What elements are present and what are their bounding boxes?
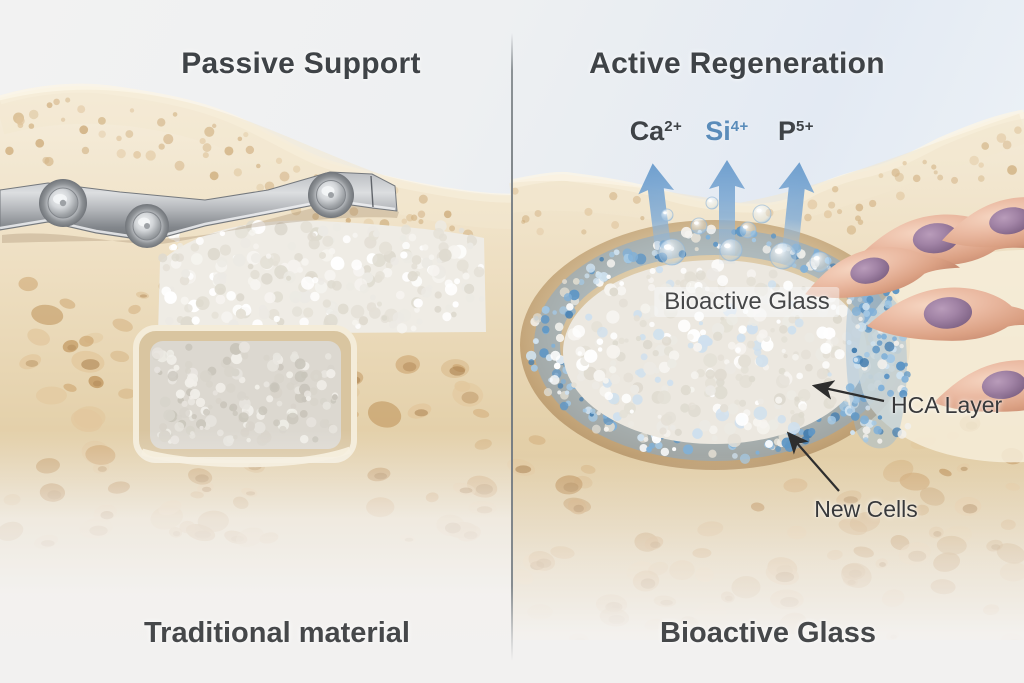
- glass-bubble: [769, 242, 797, 270]
- glass-bubble: [719, 238, 743, 262]
- left-panel-title: Passive Support: [181, 47, 421, 80]
- left-panel-caption: Traditional material: [144, 617, 410, 649]
- screw-1: [39, 179, 87, 227]
- cell: [864, 280, 1024, 348]
- blue-dust-granules: [845, 286, 912, 444]
- bone-surface-band-right: [509, 113, 1024, 234]
- cell: [929, 347, 1024, 423]
- cell: [798, 229, 962, 312]
- glass-bubble: [739, 221, 757, 239]
- glass-bubble: [660, 208, 674, 222]
- ion-symbol: Si: [705, 116, 731, 146]
- cell: [936, 182, 1024, 260]
- glass-bubble: [752, 204, 772, 224]
- ion-label-ca: Ca2+: [630, 116, 683, 147]
- screw-3: [308, 172, 354, 218]
- right-panel-title: Active Regeneration: [589, 47, 885, 80]
- bioactive-glass-crater-label: Bioactive Glass: [654, 287, 840, 317]
- glass-bubble: [690, 217, 708, 235]
- bone-surface-band-left: [0, 89, 512, 229]
- ion-charge: 2+: [664, 118, 683, 135]
- ion-charge: 4+: [730, 118, 749, 135]
- osteoblast-cells: [798, 182, 1024, 423]
- filler-granules: [156, 220, 485, 334]
- ion-label-si: Si4+: [705, 116, 749, 147]
- right-panel-caption: Bioactive Glass: [660, 617, 876, 649]
- hca-layer-label: HCA Layer: [891, 392, 1003, 418]
- new-cells-label: New Cells: [814, 496, 918, 522]
- new-cells-leader-arrow: [786, 431, 840, 492]
- glass-bubble: [705, 196, 719, 210]
- ion-arrow-p: [778, 162, 815, 267]
- glass-bubble: [809, 251, 831, 273]
- hca-layer-leader-arrow: [811, 380, 885, 403]
- glass-bubble: [658, 238, 686, 266]
- glass-powder-granules: [567, 259, 871, 448]
- plate-shadow: [2, 201, 399, 245]
- ion-symbol: P: [777, 116, 796, 146]
- ion-symbol: Ca: [629, 116, 665, 146]
- dissolution-bubbles: [658, 196, 831, 273]
- ion-label-p: P5+: [778, 116, 814, 147]
- screw-2: [125, 204, 169, 248]
- panel-divider-line: [511, 33, 513, 661]
- cell: [857, 205, 1024, 275]
- ion-arrow-si: [709, 160, 745, 264]
- metal-plate: [0, 171, 399, 248]
- ion-charge: 5+: [795, 118, 815, 135]
